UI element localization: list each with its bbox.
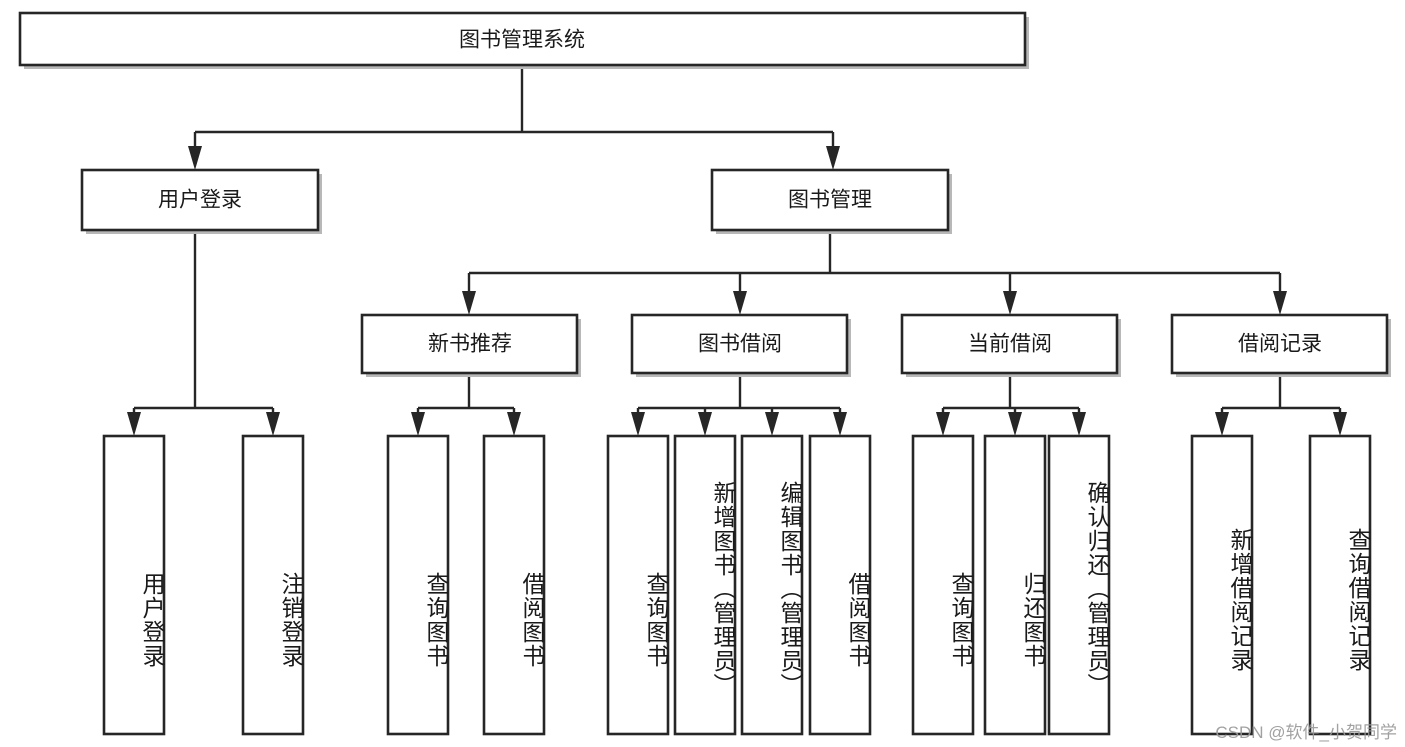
leaf-box-8[interactable] [911, 434, 975, 736]
arrow-leaf-5 [698, 412, 712, 436]
level3-2-label: 当前借阅 [968, 333, 1052, 356]
leaf-box-7[interactable] [808, 434, 872, 736]
edge-bookborrow-bus [636, 375, 842, 420]
edge-root-to-level2 [193, 65, 835, 152]
arrow-leaf-3 [507, 412, 521, 436]
edge-borrowrecord-bus [1220, 375, 1342, 420]
level3-1-label: 图书借阅 [698, 333, 782, 356]
arrow-leaf-8 [936, 412, 950, 436]
leaf-layer [102, 434, 1372, 736]
arrow-leaf-10 [1072, 412, 1086, 436]
arrow-leaf-9 [1008, 412, 1022, 436]
edge-newbook-bus [416, 375, 516, 420]
edge-bookmgmt-bus [467, 232, 1282, 295]
node-level3-book-borrow[interactable]: 图书借阅 [630, 313, 851, 377]
csdn-watermark: CSDN @软件_小贺同学 [1215, 723, 1397, 742]
arrow-to-new-book-rec [462, 291, 476, 315]
level2-1-box[interactable] [710, 168, 950, 232]
leaf-box-3[interactable] [482, 434, 546, 736]
node-level3-current-borrow[interactable]: 当前借阅 [900, 313, 1121, 377]
arrow-leaf-7 [833, 412, 847, 436]
level3-0-label: 新书推荐 [428, 333, 512, 356]
arrow-leaf-11 [1215, 412, 1229, 436]
arrow-leaf-0 [127, 412, 141, 436]
arrow-to-user-login [188, 146, 202, 170]
arrow-leaf-4 [631, 412, 645, 436]
leaf-box-5[interactable] [673, 434, 737, 736]
node-root[interactable]: 图书管理系统 [18, 11, 1029, 69]
level3-0-box[interactable] [360, 313, 579, 375]
leaf-box-2[interactable] [386, 434, 450, 736]
root-box[interactable] [18, 11, 1027, 67]
edge-layer [127, 65, 1347, 436]
level3-2-box[interactable] [900, 313, 1119, 375]
arrow-to-book-borrow [733, 291, 747, 315]
leaf-box-9[interactable] [983, 434, 1047, 736]
leaf-box-11[interactable] [1190, 434, 1254, 736]
leaf-box-1[interactable] [241, 434, 305, 736]
arrow-leaf-6 [765, 412, 779, 436]
node-level2-book-management[interactable]: 图书管理 [710, 168, 952, 234]
leaf-box-10[interactable] [1047, 434, 1111, 736]
arrow-leaf-2 [411, 412, 425, 436]
arrow-to-borrow-record [1273, 291, 1287, 315]
node-level3-borrow-record[interactable]: 借阅记录 [1170, 313, 1391, 377]
root-label: 图书管理系统 [459, 29, 585, 52]
node-level3-new-book-recommend[interactable]: 新书推荐 [360, 313, 581, 377]
level2-0-label: 用户登录 [158, 189, 242, 212]
level3-1-box[interactable] [630, 313, 849, 375]
edge-userlogin-bus [132, 232, 275, 420]
leaf-box-4[interactable] [606, 434, 670, 736]
arrow-leaf-1 [266, 412, 280, 436]
arrow-to-current-borrow [1003, 291, 1017, 315]
leaf-box-12[interactable] [1308, 434, 1372, 736]
leaf-box-6[interactable] [740, 434, 804, 736]
arrow-leaf-12 [1333, 412, 1347, 436]
level3-3-box[interactable] [1170, 313, 1389, 375]
leaf-box-0[interactable] [102, 434, 166, 736]
arrow-to-book-mgmt [826, 146, 840, 170]
level2-1-label: 图书管理 [788, 189, 872, 212]
level2-0-box[interactable] [80, 168, 320, 232]
node-level2-user-login[interactable]: 用户登录 [80, 168, 322, 234]
level3-3-label: 借阅记录 [1238, 333, 1322, 356]
